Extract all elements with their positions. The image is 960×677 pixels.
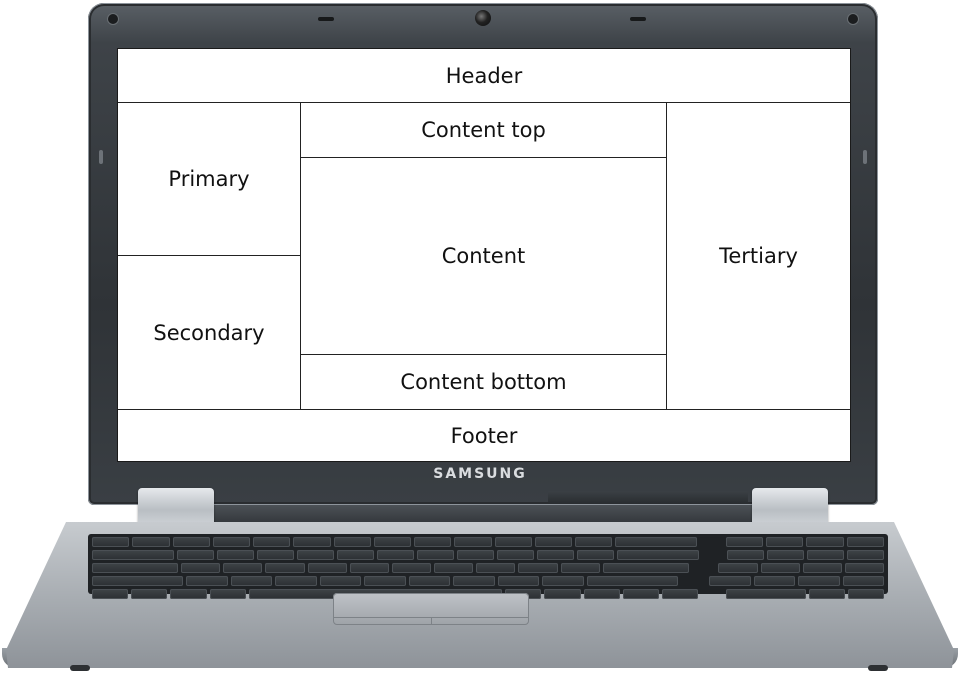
brand-logo: SAMSUNG — [433, 466, 527, 482]
region-content-bottom-label: Content bottom — [400, 370, 567, 394]
lid-strip — [548, 491, 748, 503]
region-tertiary-label: Tertiary — [719, 244, 798, 268]
region-secondary-label: Secondary — [153, 320, 265, 345]
region-primary: Primary — [118, 103, 301, 256]
bezel-screw — [108, 14, 118, 24]
screen: Header Primary Secondary Content top Con… — [117, 48, 851, 462]
region-content-bottom: Content bottom — [301, 355, 667, 409]
region-content: Content — [301, 158, 667, 355]
keyboard-keys — [92, 537, 884, 602]
region-footer-label: Footer — [450, 423, 518, 448]
region-header: Header — [118, 49, 850, 103]
region-primary-label: Primary — [168, 167, 250, 191]
bezel-slot — [630, 17, 646, 21]
region-header-label: Header — [445, 63, 523, 88]
region-tertiary: Tertiary — [667, 103, 850, 409]
hinge-bar — [212, 505, 752, 527]
bezel-screw — [848, 14, 858, 24]
region-content-top: Content top — [301, 103, 667, 158]
region-content-label: Content — [441, 244, 526, 268]
bezel-notch — [863, 150, 867, 164]
region-secondary: Secondary — [118, 256, 301, 409]
bezel-slot — [318, 17, 334, 21]
region-footer: Footer — [118, 409, 850, 461]
rubber-foot — [70, 665, 90, 671]
region-content-top-label: Content top — [421, 118, 546, 142]
touchpad-divider — [431, 617, 432, 625]
rubber-foot — [868, 665, 888, 671]
bezel-notch — [99, 150, 103, 164]
webcam-icon — [475, 10, 491, 26]
